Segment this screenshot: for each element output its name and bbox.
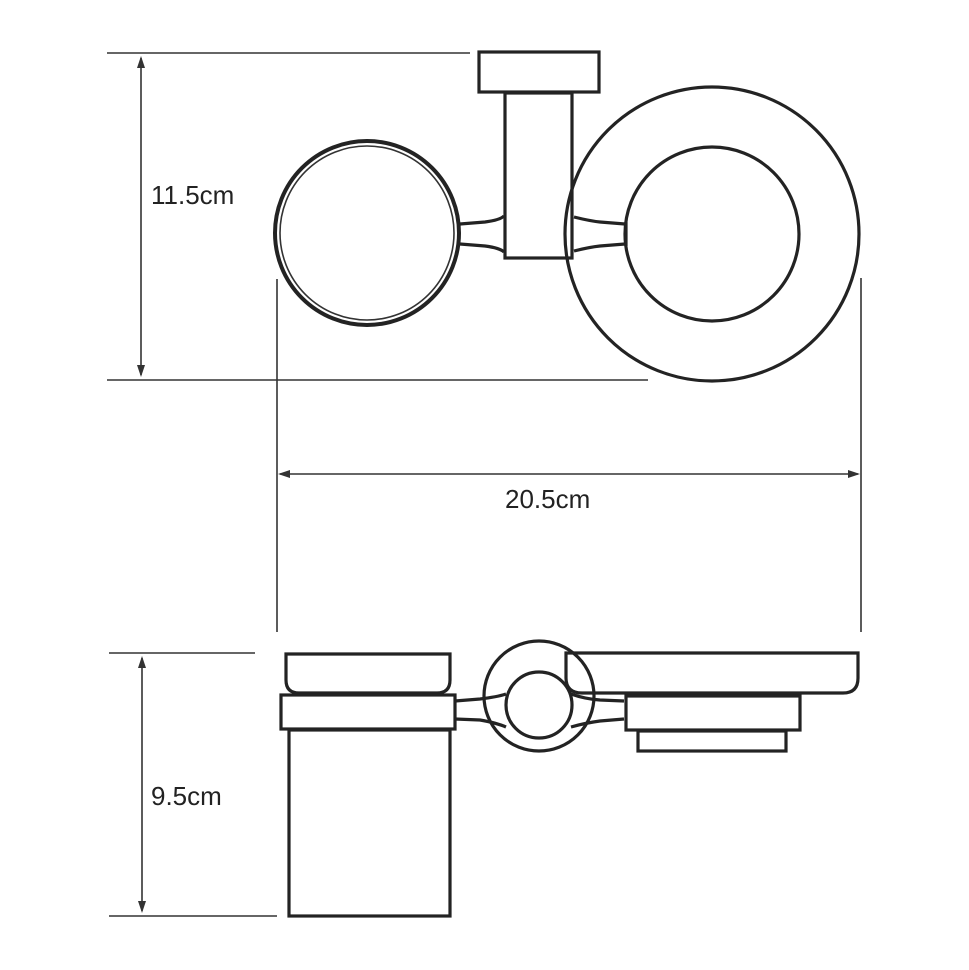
tumbler-body-front	[287, 728, 452, 918]
soap-dish-outer-top	[563, 85, 861, 383]
soap-dish-inner-top	[623, 145, 801, 323]
height-label: 9.5cm	[151, 781, 222, 811]
tumbler-ring-top	[273, 139, 461, 327]
arrow-down-icon	[137, 365, 145, 377]
front-view: 9.5cm	[109, 639, 860, 918]
left-arm-front	[454, 692, 507, 729]
arrow-up-icon	[138, 656, 146, 668]
left-arm-top	[459, 214, 506, 254]
right-arm-front	[570, 692, 625, 729]
right-arm-top	[573, 215, 626, 253]
arrow-up-icon	[137, 56, 145, 68]
arrow-down-icon	[138, 901, 146, 913]
top-view: 11.5cm	[107, 50, 861, 383]
soap-dish-holder-front	[624, 694, 802, 732]
wall-flange-top	[477, 50, 601, 94]
arrow-left-icon	[278, 470, 290, 478]
soap-dish-front	[564, 651, 860, 695]
mounting-post-top	[503, 91, 574, 260]
depth-label: 11.5cm	[151, 180, 234, 210]
tumbler-rim-front	[284, 652, 452, 695]
wall-flange-front	[482, 639, 596, 753]
tumbler-holder-band	[279, 693, 457, 731]
arrow-right-icon	[848, 470, 860, 478]
width-label: 20.5cm	[505, 484, 590, 514]
width-dimension: 20.5cm	[276, 278, 862, 632]
post-front	[504, 670, 574, 740]
soap-dish-base-front	[636, 729, 788, 753]
